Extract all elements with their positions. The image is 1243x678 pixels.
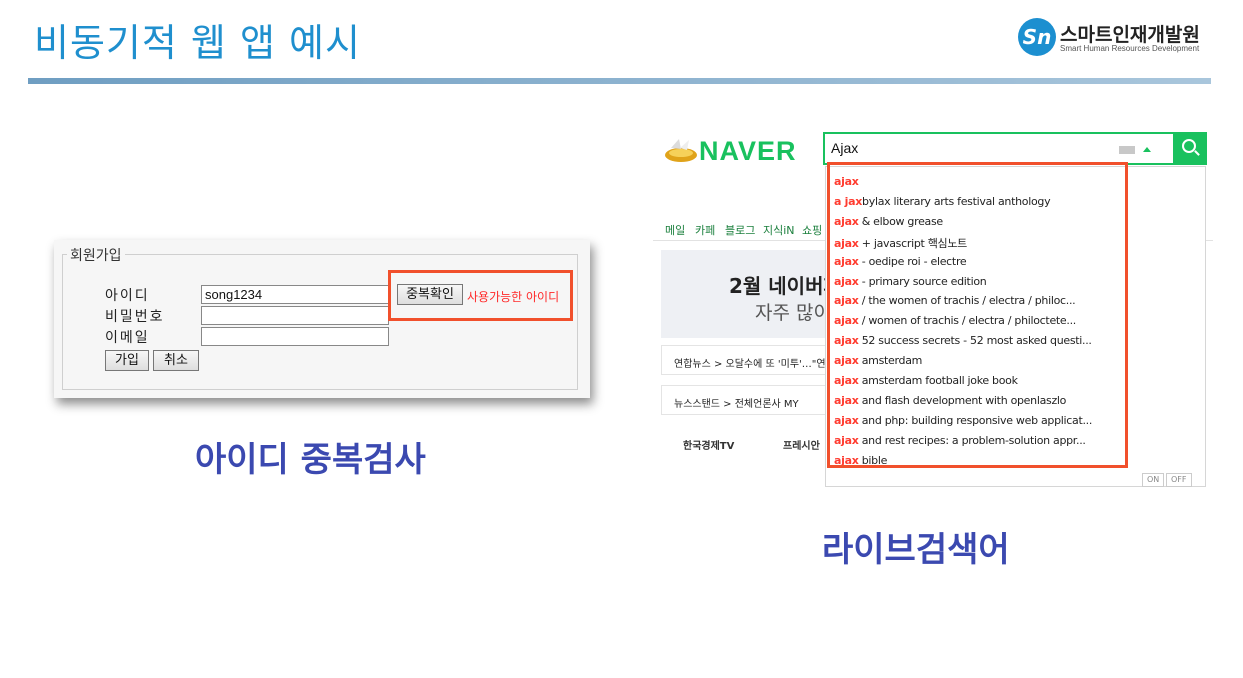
highlight-box-dup-check (388, 270, 573, 321)
fieldset-legend: 회원가입 (67, 245, 125, 265)
nav-item-cafe[interactable]: 카페 (695, 224, 716, 237)
signup-fieldset: 회원가입 아이디 중복확인 사용가능한 아이디 비밀번호 이메일 가입 취소 (62, 245, 578, 390)
logo-name: 스마트인재개발원 (1060, 24, 1200, 46)
suggestion-text: + javascript 핵심노트 (858, 236, 968, 250)
suggestion-text: & elbow grease (858, 214, 943, 228)
suggestion-item[interactable]: ajax bible (834, 454, 887, 467)
suggestion-text: amsterdam football joke book (858, 374, 1018, 387)
caption-live-search: 라이브검색어 (822, 530, 1010, 570)
suggestion-match: ajax (834, 354, 859, 368)
suggestion-item[interactable]: ajax (834, 175, 859, 188)
suggestion-text: / women of trachis / electra / philoctet… (858, 314, 1077, 328)
autocomplete-off-button[interactable]: OFF (1166, 473, 1192, 487)
suggestion-item[interactable]: ajax + javascript 핵심노트 (834, 235, 967, 251)
suggestion-item[interactable]: ajax and php: building responsive web ap… (834, 414, 1092, 427)
suggestion-match: ajax (834, 433, 859, 447)
news-headline-row[interactable]: 연합뉴스 > 오달수에 또 '미투'…"연 (661, 345, 831, 375)
suggestion-text: 52 success secrets - 52 most asked quest… (858, 334, 1092, 348)
suggestion-item[interactable]: ajax amsterdam football joke book (834, 374, 1018, 387)
suggestion-match: ajax (834, 175, 859, 188)
press-logo[interactable]: 프레시안 (783, 441, 820, 452)
suggestion-text: and rest recipes: a problem-solution app… (858, 433, 1086, 447)
keyboard-icon[interactable] (1119, 146, 1135, 154)
press-logo[interactable]: 한국경제TV (683, 441, 735, 452)
search-icon (1182, 139, 1196, 153)
suggestion-item[interactable]: ajax / the women of trachis / electra / … (834, 294, 1076, 308)
autocomplete-dropdown: ajax a jaxbylax literary arts festival an… (825, 166, 1206, 487)
suggestion-text: - oedipe roi - electre (858, 254, 967, 268)
suggestion-match: ajax (834, 413, 859, 427)
email-label: 이메일 (105, 330, 150, 346)
logo-subtitle: Smart Human Resources Development (1060, 44, 1200, 53)
suggestion-text: bible (858, 453, 888, 467)
suggestion-text: and flash development with openlaszlo (858, 393, 1067, 407)
suggestion-text: - primary source edition (858, 274, 987, 288)
search-input[interactable]: Ajax (831, 140, 859, 156)
suggestion-match: ajax (834, 334, 859, 348)
slide-title: 비동기적 웹 앱 예시 (34, 21, 361, 65)
naver-wordmark: NAVER (699, 136, 797, 166)
news-headline: 연합뉴스 > 오달수에 또 '미투'…"연 (674, 359, 826, 370)
naver-logo[interactable]: NAVER (663, 136, 813, 168)
company-logo: Sn 스마트인재개발원 Smart Human Resources Develo… (1018, 18, 1208, 58)
suggestion-match: ajax (834, 254, 859, 268)
newsstand-row[interactable]: 뉴스스탠드 > 전체언론사 MY (661, 385, 831, 415)
caption-id-check: 아이디 중복검사 (195, 440, 426, 480)
available-message: 사용가능한 아이디 (467, 290, 560, 304)
promo-banner[interactable]: 2월 네이버페 자주 많이 (661, 250, 842, 338)
suggestion-match: ajax (834, 453, 859, 467)
header-divider (28, 78, 1211, 84)
autocomplete-on-button[interactable]: ON (1142, 473, 1165, 487)
naver-bird-icon (665, 139, 697, 162)
id-label: 아이디 (105, 288, 150, 304)
banner-line-2: 자주 많이 (755, 302, 831, 324)
logo-mark-icon: Sn (1018, 18, 1056, 56)
highlight-box-suggestions (827, 162, 1128, 468)
nav-item-shopping[interactable]: 쇼핑 (802, 224, 823, 237)
suggestion-match: ajax (834, 214, 859, 228)
suggestion-match: a jax (834, 194, 863, 208)
suggestion-match: ajax (834, 236, 859, 250)
suggestion-item[interactable]: ajax and rest recipes: a problem-solutio… (834, 434, 1086, 447)
naver-screenshot: NAVER Ajax 메일 카페 블로그 지식iN 쇼핑 2월 네이버페 자주 … (653, 110, 1213, 487)
nav-item-blog[interactable]: 블로그 (725, 224, 756, 237)
dup-check-button[interactable]: 중복확인 (397, 284, 463, 305)
suggestion-match: ajax (834, 274, 859, 288)
suggestion-item[interactable]: ajax - primary source edition (834, 274, 987, 288)
join-button[interactable]: 가입 (105, 350, 149, 371)
suggestion-item[interactable]: ajax / women of trachis / electra / phil… (834, 314, 1076, 327)
password-label: 비밀번호 (105, 309, 165, 325)
password-input[interactable] (201, 306, 389, 325)
suggestion-item[interactable]: ajax - oedipe roi - electre (834, 254, 967, 268)
suggestion-match: ajax (834, 314, 859, 328)
suggestion-match: ajax (834, 393, 859, 407)
newsstand-label: 뉴스스탠드 > 전체언론사 MY (674, 399, 799, 410)
suggestion-text: / the women of trachis / electra / philo… (858, 294, 1076, 308)
cancel-button[interactable]: 취소 (153, 350, 199, 371)
suggestion-item[interactable]: ajax amsterdam (834, 354, 922, 367)
nav-item-kin[interactable]: 지식iN (763, 224, 795, 237)
search-button[interactable] (1174, 132, 1207, 165)
suggestion-text: and php: building responsive web applica… (858, 413, 1093, 427)
id-input[interactable] (201, 285, 389, 304)
suggestion-text: amsterdam (858, 354, 923, 368)
banner-line-1: 2월 네이버페 (729, 274, 842, 298)
suggestion-item[interactable]: ajax and flash development with openlasz… (834, 394, 1066, 407)
email-input[interactable] (201, 327, 389, 346)
suggestion-item[interactable]: a jaxbylax literary arts festival anthol… (834, 194, 1051, 208)
caret-up-icon[interactable] (1143, 147, 1151, 152)
suggestion-item[interactable]: ajax & elbow grease (834, 215, 943, 228)
suggestion-match: ajax (834, 374, 859, 387)
suggestion-text: bylax literary arts festival anthology (862, 194, 1051, 208)
suggestion-match: ajax (834, 294, 859, 308)
nav-item-mail[interactable]: 메일 (665, 224, 686, 237)
search-box[interactable]: Ajax (823, 132, 1175, 165)
suggestion-item[interactable]: ajax 52 success secrets - 52 most asked … (834, 334, 1092, 347)
